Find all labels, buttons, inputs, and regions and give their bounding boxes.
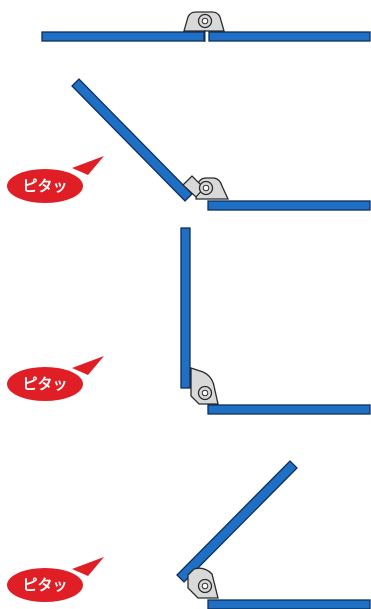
tilted-panel	[176, 460, 298, 583]
pita-badge: ピタッ	[7, 156, 104, 203]
left-panel	[41, 31, 205, 42]
bottom-panel	[207, 404, 371, 415]
figure-1-flat	[41, 11, 371, 42]
vertical-panel	[180, 227, 191, 389]
hinge	[183, 11, 225, 42]
tilted-panel	[71, 78, 193, 202]
figure-4-acute: ピタッ	[7, 460, 371, 609]
figure-3-right-angle: ピタッ	[7, 227, 371, 415]
pita-label: ピタッ	[22, 375, 67, 393]
pita-badge: ピタッ	[7, 557, 104, 602]
pita-label: ピタッ	[22, 576, 67, 594]
bottom-panel	[207, 200, 371, 211]
right-panel	[208, 31, 371, 42]
pita-badge: ピタッ	[7, 356, 104, 401]
pita-label: ピタッ	[22, 177, 67, 195]
figure-2-obtuse: ピタッ	[7, 78, 371, 211]
hinge	[190, 367, 219, 405]
bottom-panel	[207, 599, 371, 609]
hinge	[182, 175, 230, 200]
hinge	[187, 567, 219, 599]
